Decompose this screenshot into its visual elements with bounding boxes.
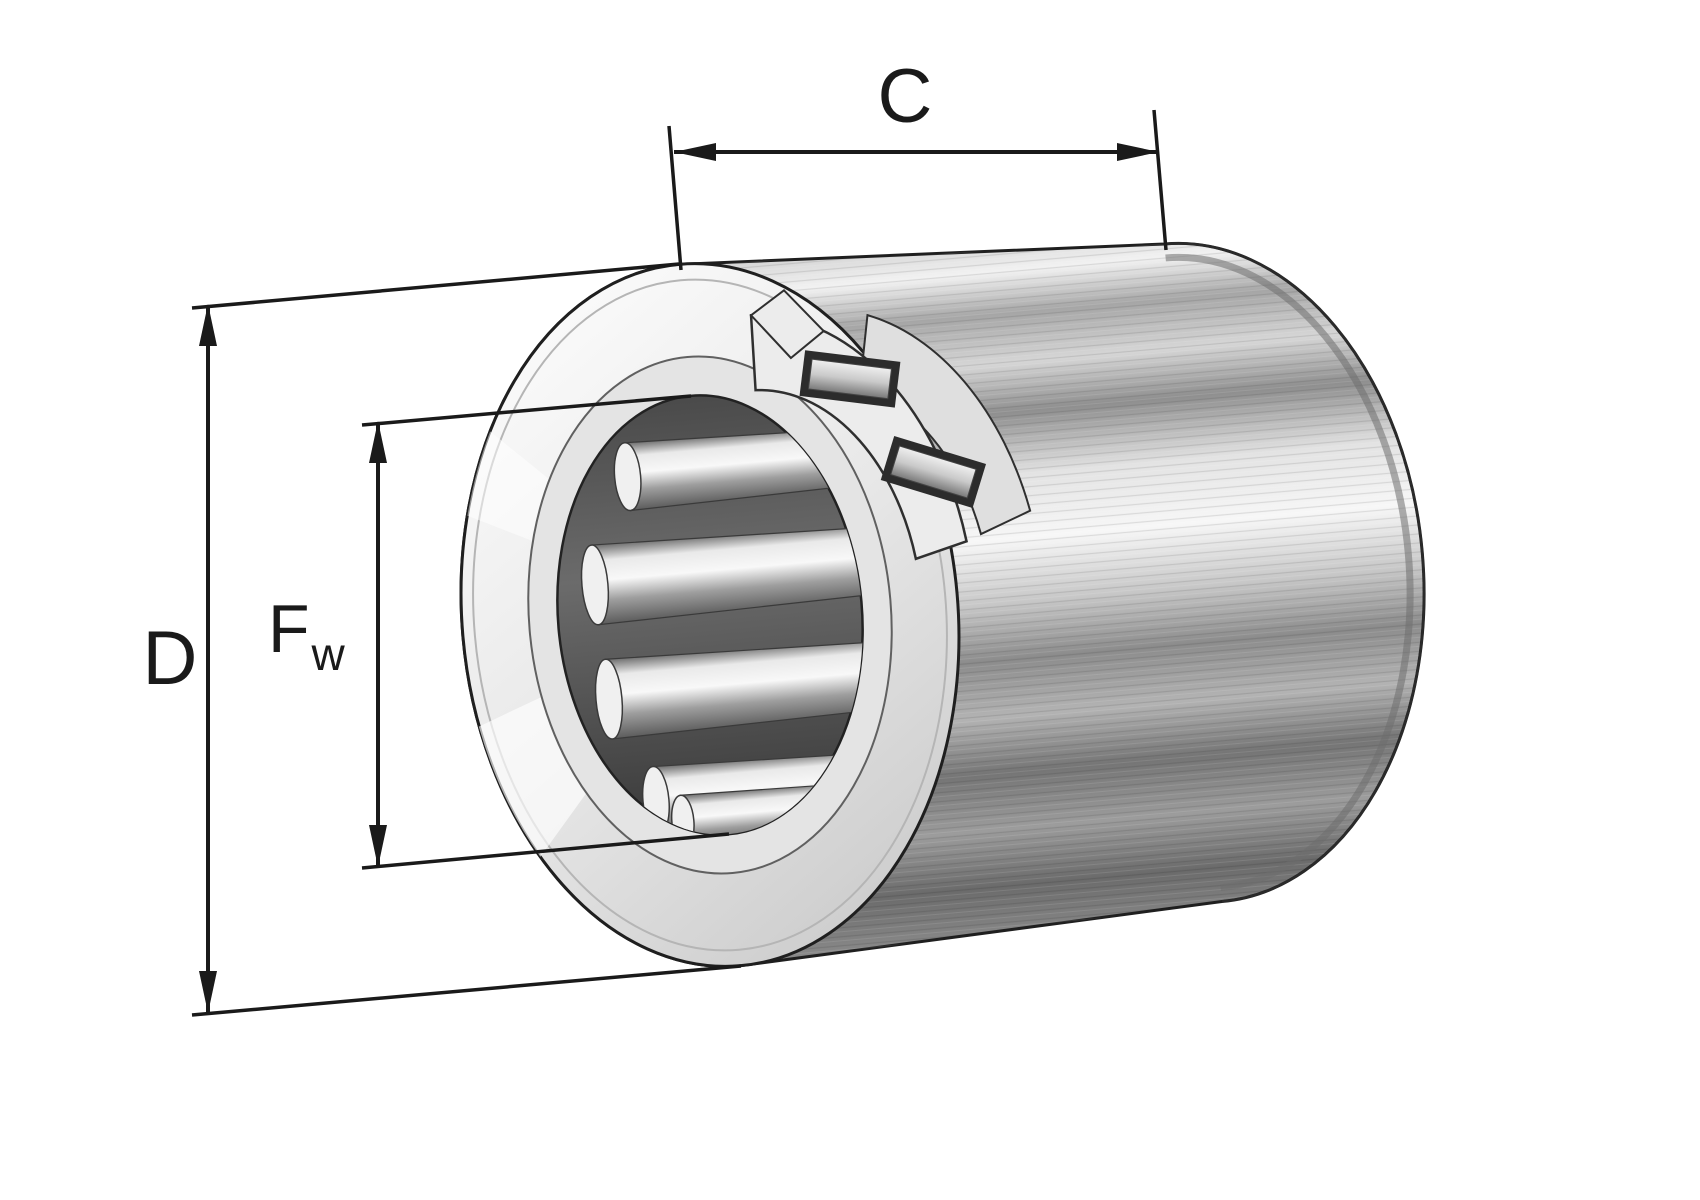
label-fw-main: F — [268, 591, 310, 667]
extension-line — [1152, 109, 1168, 251]
cage-cutaway — [749, 288, 1032, 561]
front-face-chamfer — [472, 278, 948, 952]
bearing-illustration — [459, 241, 1426, 968]
arrowhead-right — [1117, 143, 1159, 161]
extension-line — [191, 964, 742, 1017]
back-rim-edge — [1164, 242, 1426, 903]
label-fw: Fw — [268, 591, 346, 680]
extension-line — [191, 262, 680, 310]
label-fw-sub: w — [311, 628, 346, 680]
face-highlight — [467, 431, 550, 542]
label-d: D — [143, 616, 198, 701]
cage-cut-notch — [749, 288, 826, 360]
arrowhead-left — [674, 143, 716, 161]
extension-line — [361, 832, 730, 870]
extension-line — [361, 394, 692, 427]
dimension-c: C — [667, 54, 1168, 271]
label-c: C — [878, 54, 933, 139]
dimension-fw: Fw — [268, 394, 730, 870]
cage-pocket — [880, 435, 987, 509]
arrowhead-down — [199, 971, 217, 1013]
face-highlight — [478, 696, 587, 857]
extension-line — [667, 125, 683, 271]
arrowhead-up — [369, 421, 387, 463]
arrowhead-down — [369, 825, 387, 867]
cage-pocket — [799, 350, 901, 408]
arrowhead-up — [199, 304, 217, 346]
needle-roller — [580, 510, 881, 626]
dimension-d: D — [143, 262, 742, 1017]
back-rim-shade — [1165, 253, 1414, 892]
